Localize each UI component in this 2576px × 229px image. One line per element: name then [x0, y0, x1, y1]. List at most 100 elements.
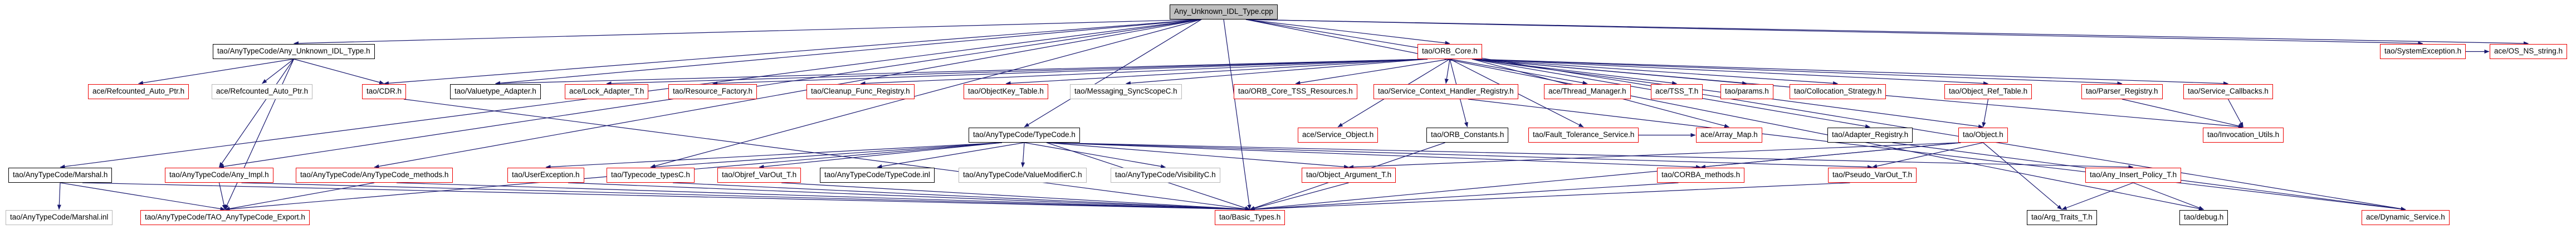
edge-n_object-n_argtraits [1983, 142, 2062, 210]
graph-node-n_osns[interactable]: ace/OS_NS_string.h [2490, 44, 2568, 59]
graph-node-n_valmod[interactable]: tao/AnyTypeCode/ValueModifierC.h [959, 168, 1087, 183]
graph-node-n_refc_gray[interactable]: ace/Refcounted_Auto_Ptr.h [212, 84, 313, 99]
edge-n_schr-n_dynsvc [1468, 99, 2406, 211]
graph-node-n_objref_vo[interactable]: tao/Objref_VarOut_T.h [717, 168, 801, 183]
edge-n_anyins-n_argtraits [2061, 182, 2134, 210]
graph-node-root[interactable]: Any_Unknown_IDL_Type.cpp [1170, 4, 1278, 20]
edge-root-n_vta [495, 19, 1202, 85]
edge-n_aut_h-n_refc_red [138, 59, 294, 85]
graph-node-n_dynsvc[interactable]: ace/Dynamic_Service.h [2362, 210, 2450, 225]
graph-node-n_lock[interactable]: ace/Lock_Adapter_T.h [565, 84, 649, 99]
edge-n_tc_h-n_visc [1024, 142, 1166, 169]
edge-n_orb_core-n_preg [1472, 59, 2123, 86]
edge-root-n_osns [1245, 19, 2529, 46]
graph-node-n_msync[interactable]: tao/Messaging_SyncScopeC.h [1070, 84, 1182, 99]
edge-n_tc_h-n_tc_inl [877, 142, 1025, 169]
graph-node-n_adreg[interactable]: tao/Adapter_Registry.h [1827, 128, 1913, 143]
edge-n_orb_core-n_tsst [1472, 59, 1677, 85]
graph-node-n_visc[interactable]: tao/AnyTypeCode/VisibilityC.h [1111, 168, 1220, 183]
edge-n_orb_core-n_lock [606, 59, 1428, 86]
edge-root-n_aut_h [294, 19, 1202, 46]
edge-n_marshal-n_basic [82, 182, 1250, 212]
graph-node-n_anyins[interactable]: tao/Any_Insert_Policy_T.h [2085, 168, 2182, 183]
graph-node-n_params[interactable]: tao/params.h [1720, 84, 1773, 99]
graph-node-n_pseudovo[interactable]: tao/Pseudo_VarOut_T.h [1828, 168, 1917, 183]
graph-node-n_resf[interactable]: tao/Resource_Factory.h [668, 84, 757, 99]
graph-node-n_schr[interactable]: tao/Service_Context_Handler_Registry.h [1373, 84, 1518, 99]
edge-root-n_debug [1245, 19, 2204, 211]
edge-n_tc_h-n_pseudovo [1046, 142, 1873, 169]
graph-node-n_fts[interactable]: tao/Fault_Tolerance_Service.h [1528, 128, 1639, 143]
edge-n_marshal-n_atc_export [60, 182, 226, 211]
graph-node-n_colloc[interactable]: tao/Collocation_Strategy.h [1790, 84, 1886, 99]
edge-n_pseudovo-n_basic [1249, 182, 1850, 212]
graph-node-n_tsst[interactable]: ace/TSS_T.h [1651, 84, 1703, 99]
edge-n_object-n_objarg [1348, 142, 1961, 169]
edge-n_tc_h-n_valmod [1020, 142, 1025, 168]
graph-node-n_marshal_inl[interactable]: tao/AnyTypeCode/Marshal.inl [6, 210, 113, 225]
edge-n_orb_core-n_scb [1472, 59, 2228, 86]
edge-n_objref_vo-n_basic [781, 182, 1250, 212]
edge-root-n_basic [1223, 19, 1252, 210]
graph-node-n_argtraits[interactable]: tao/Arg_Traits_T.h [2027, 210, 2097, 225]
graph-node-n_object[interactable]: tao/Object.h [1958, 128, 2008, 143]
edge-n_object-n_basic [1249, 142, 1961, 211]
edge-n_objarg-n_basic [1249, 182, 1349, 211]
edge-n_atcm-n_basic [396, 182, 1250, 212]
graph-node-n_arraymap[interactable]: ace/Array_Map.h [1696, 128, 1762, 143]
edge-n_anyimpl-n_atc_export [218, 182, 226, 210]
graph-node-n_marshal[interactable]: tao/AnyTypeCode/Marshal.h [8, 168, 113, 183]
graph-node-n_anyimpl[interactable]: tao/AnyTypeCode/Any_Impl.h [165, 168, 273, 183]
edge-n_aut_h-n_cdr [294, 59, 384, 85]
graph-node-n_tc_inl[interactable]: tao/AnyTypeCode/TypeCode.inl [820, 168, 935, 183]
graph-node-n_corbam[interactable]: tao/CORBA_methods.h [1657, 168, 1745, 183]
graph-node-n_aut_h[interactable]: tao/AnyTypeCode/Any_Unknown_IDL_Type.h [213, 44, 375, 59]
edge-n_tc_h-n_objarg [1046, 142, 1349, 169]
graph-node-n_userex[interactable]: tao/UserException.h [507, 168, 584, 183]
edge-n_marshal-n_marshal_inl [57, 182, 61, 210]
graph-node-n_invutil[interactable]: tao/Invocation_Utils.h [2203, 128, 2284, 143]
edge-n_tc_h-n_tctypes [650, 142, 1003, 169]
edge-n_object-n_pseudovo [1872, 142, 1983, 168]
graph-node-n_cdr[interactable]: tao/CDR.h [362, 84, 407, 99]
edge-n_scb-n_invutil [2227, 99, 2244, 128]
edge-n_orb_core-n_msync [1126, 59, 1428, 85]
edge-n_preg-n_invutil [2122, 99, 2243, 128]
graph-node-n_thrmgr[interactable]: ace/Thread_Manager.h [1544, 84, 1631, 99]
edge-n_tc_h-n_anyins [1046, 142, 2134, 169]
edge-root-n_tctypes [650, 19, 1202, 168]
graph-node-n_orb_core[interactable]: tao/ORB_Core.h [1417, 44, 1482, 59]
edge-n_orb_core-n_schr [1444, 59, 1450, 84]
graph-node-n_objarg[interactable]: tao/Object_Argument_T.h [1302, 168, 1396, 183]
graph-node-n_atc_export[interactable]: tao/AnyTypeCode/TAO_AnyTypeCode_Export.h [140, 210, 310, 225]
graph-node-n_svcobj[interactable]: ace/Service_Object.h [1298, 128, 1379, 143]
edge-n_cdr-n_basic [403, 99, 1250, 211]
edge-n_aut_h-n_refc_gray [262, 59, 294, 84]
graph-node-n_tc_h[interactable]: tao/AnyTypeCode/TypeCode.h [969, 128, 1080, 143]
graph-node-n_ort[interactable]: tao/Object_Ref_Table.h [1944, 84, 2032, 99]
edge-n_aut_h-n_anyimpl [219, 59, 294, 168]
edge-root-n_cdr [384, 19, 1202, 85]
graph-node-n_tss_res[interactable]: tao/ORB_Core_TSS_Resources.h [1234, 84, 1357, 99]
graph-node-n_vta[interactable]: tao/Valuetype_Adapter.h [450, 84, 541, 99]
graph-node-n_tctypes[interactable]: tao/Typecode_typesC.h [607, 168, 695, 183]
graph-node-n_scb[interactable]: tao/Service_Callbacks.h [2183, 84, 2273, 99]
graph-node-n_basic[interactable]: tao/Basic_Types.h [1215, 210, 1285, 225]
edge-root-n_tc_h [1024, 19, 1202, 128]
edge-n_orb_core-n_colloc [1472, 59, 1838, 86]
edge-n_tc_h-n_userex [545, 142, 1003, 169]
graph-node-n_cleanup[interactable]: tao/Cleanup_Func_Registry.h [806, 84, 915, 99]
edge-n_tctypes-n_basic [672, 182, 1250, 212]
edge-n_orb_core-n_objkey [1005, 59, 1428, 86]
graph-node-n_sysex[interactable]: tao/SystemException.h [2380, 44, 2466, 59]
graph-node-n_atcm[interactable]: tao/AnyTypeCode/AnyTypeCode_methods.h [296, 168, 453, 183]
graph-node-n_objkey[interactable]: tao/ObjectKey_Table.h [964, 84, 1048, 99]
edge-n_orb_core-n_cleanup [860, 59, 1428, 86]
graph-node-n_preg[interactable]: tao/Parser_Registry.h [2081, 84, 2163, 99]
graph-node-n_orbconst[interactable]: tao/ORB_Constants.h [1426, 128, 1509, 143]
edge-n_orb_core-n_ort [1472, 59, 1988, 86]
graph-node-n_refc_red[interactable]: ace/Refcounted_Auto_Ptr.h [88, 84, 189, 99]
graph-node-n_debug[interactable]: tao/debug.h [2179, 210, 2228, 225]
